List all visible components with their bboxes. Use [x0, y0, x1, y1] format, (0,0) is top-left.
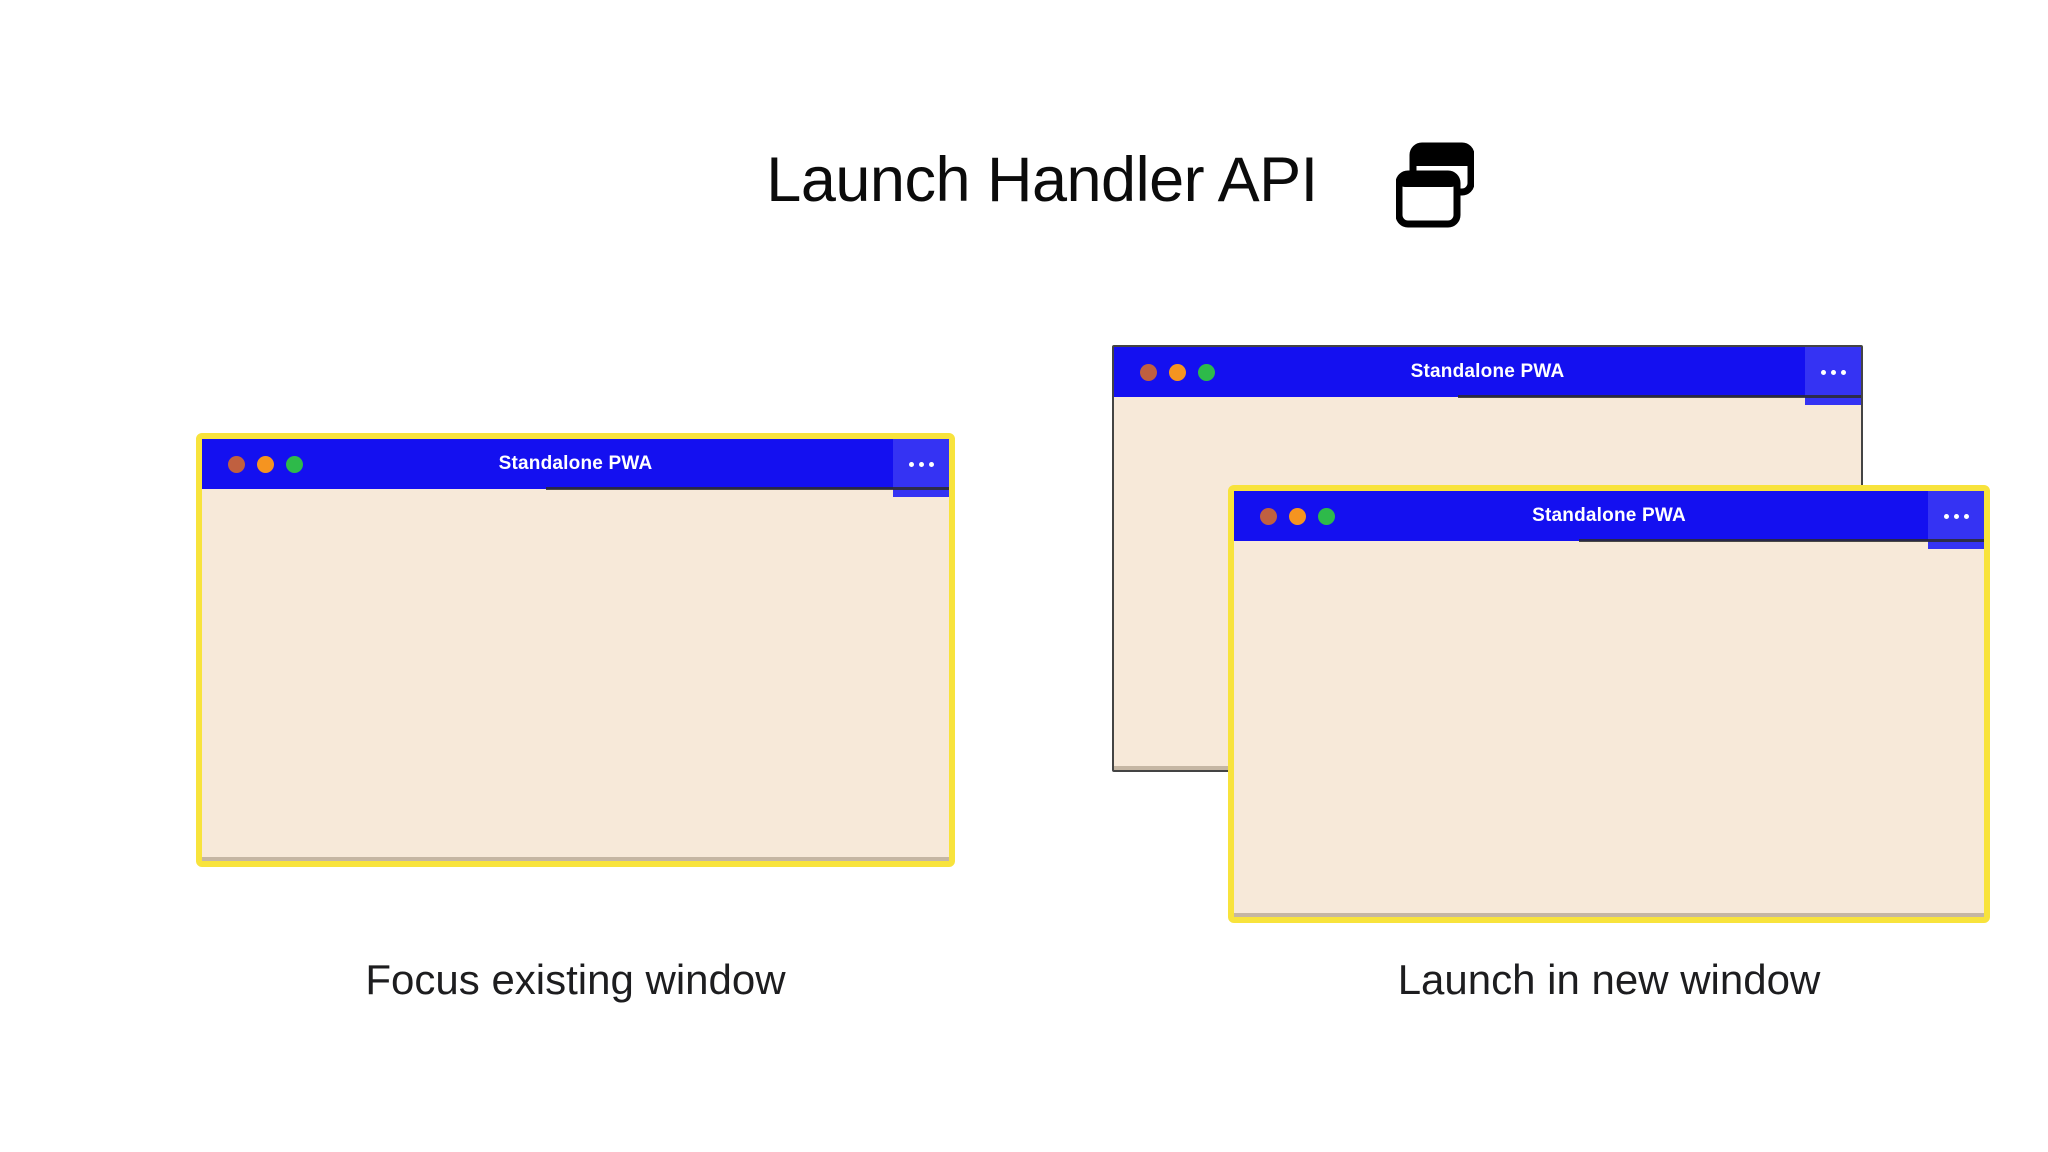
window-content [1234, 541, 1984, 917]
minimize-button-icon[interactable] [257, 455, 274, 473]
caption-launch-new: Launch in new window [1397, 956, 1821, 1003]
more-options-icon [1820, 370, 1846, 375]
window-title: Standalone PWA [498, 453, 653, 474]
window-titlebar[interactable]: Standalone PWA [1234, 491, 1984, 549]
close-button-icon[interactable] [228, 455, 245, 473]
titlebar-shadow [1457, 395, 1861, 398]
window-launched-new: Standalone PWA [1228, 485, 1990, 923]
window-content [202, 489, 949, 861]
window-controls [1140, 347, 1215, 397]
maximize-button-icon[interactable] [286, 455, 303, 473]
window-titlebar[interactable]: Standalone PWA [202, 439, 949, 497]
minimize-button-icon[interactable] [1289, 507, 1306, 525]
titlebar-shadow [545, 487, 949, 490]
window-title: Standalone PWA [1532, 505, 1686, 526]
close-button-icon[interactable] [1140, 363, 1157, 381]
window-focus-existing: Standalone PWA [196, 433, 955, 867]
overlapping-windows-icon [1395, 142, 1474, 228]
maximize-button-icon[interactable] [1318, 507, 1335, 525]
minimize-button-icon[interactable] [1169, 363, 1186, 381]
close-button-icon[interactable] [1260, 507, 1277, 525]
maximize-button-icon[interactable] [1198, 363, 1215, 381]
page-title: Launch Handler API [766, 144, 1318, 215]
window-titlebar[interactable]: Standalone PWA [1114, 347, 1861, 405]
window-title: Standalone PWA [1410, 361, 1565, 382]
more-options-icon [1943, 514, 1969, 519]
window-controls [1260, 491, 1335, 541]
more-options-icon [908, 462, 934, 467]
caption-focus-existing: Focus existing window [365, 956, 786, 1003]
window-controls [228, 439, 303, 489]
figure-header: Launch Handler API [96, 132, 2048, 228]
titlebar-shadow [1579, 539, 1984, 542]
